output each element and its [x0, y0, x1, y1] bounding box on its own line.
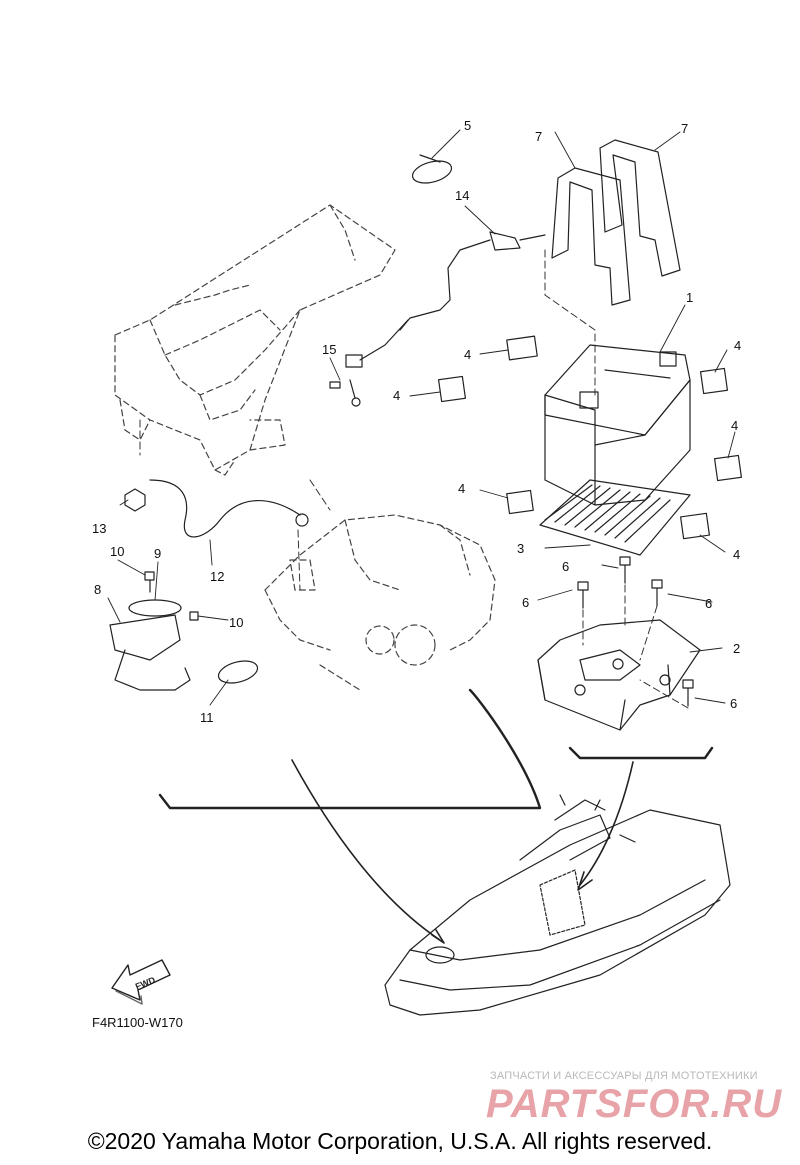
clamp-5 — [411, 154, 453, 184]
fuse-holder — [329, 231, 546, 407]
callout-4d: 4 — [731, 418, 738, 433]
callout-6a: 6 — [562, 559, 569, 574]
switch-assembly — [109, 571, 259, 691]
callout-4b: 4 — [393, 388, 400, 403]
section-brackets — [158, 688, 714, 810]
callout-13: 13 — [92, 521, 106, 536]
callout-4f: 4 — [733, 547, 740, 562]
callout-15: 15 — [322, 342, 336, 357]
callout-4c: 4 — [734, 338, 741, 353]
guide-lines — [139, 249, 689, 709]
callout-6c: 6 — [705, 596, 712, 611]
battery-pads — [437, 335, 743, 540]
callout-7a: 7 — [535, 129, 542, 144]
callout-9: 9 — [154, 546, 161, 561]
callout-1: 1 — [686, 290, 693, 305]
callout-3: 3 — [517, 541, 524, 556]
bolts — [577, 556, 694, 707]
callout-6b: 6 — [522, 595, 529, 610]
callout-12: 12 — [210, 569, 224, 584]
callout-8: 8 — [94, 582, 101, 597]
callout-6d: 6 — [730, 696, 737, 711]
engine-ghost-lower — [264, 514, 496, 691]
callout-11: 11 — [200, 710, 214, 725]
callout-10a: 10 — [110, 544, 124, 559]
battery-box — [537, 619, 701, 731]
jetski-hull — [384, 794, 731, 1016]
watermark-logo: PARTSFOR.RU — [486, 1082, 783, 1126]
battery — [544, 344, 691, 506]
leader-lines — [107, 129, 736, 706]
callout-4a: 4 — [464, 347, 471, 362]
callout-labels: 1 2 3 4 4 4 4 4 4 5 6 6 6 6 7 7 8 9 10 1… — [92, 118, 741, 992]
copyright-notice: ©2020 Yamaha Motor Corporation, U.S.A. A… — [87, 1128, 713, 1154]
battery-bands — [551, 139, 681, 306]
callout-2: 2 — [733, 641, 740, 656]
watermark-tagline: ЗАПЧАСТИ И АКСЕССУАРЫ ДЛЯ МОТОТЕХНИКИ — [490, 1070, 758, 1082]
battery-mat — [539, 479, 691, 556]
pointer-arrows — [291, 759, 634, 944]
callout-4e: 4 — [458, 481, 465, 496]
fwd-label: FWD — [134, 975, 157, 992]
callout-14: 14 — [455, 188, 469, 203]
diagram-code: F4R1100-W170 — [92, 1015, 183, 1030]
callout-5: 5 — [464, 118, 471, 133]
ground-lead — [124, 479, 309, 538]
callout-10b: 10 — [229, 615, 243, 630]
engine-ghost-upper — [114, 204, 396, 476]
fwd-arrow — [111, 959, 171, 1005]
callout-7b: 7 — [681, 121, 688, 136]
